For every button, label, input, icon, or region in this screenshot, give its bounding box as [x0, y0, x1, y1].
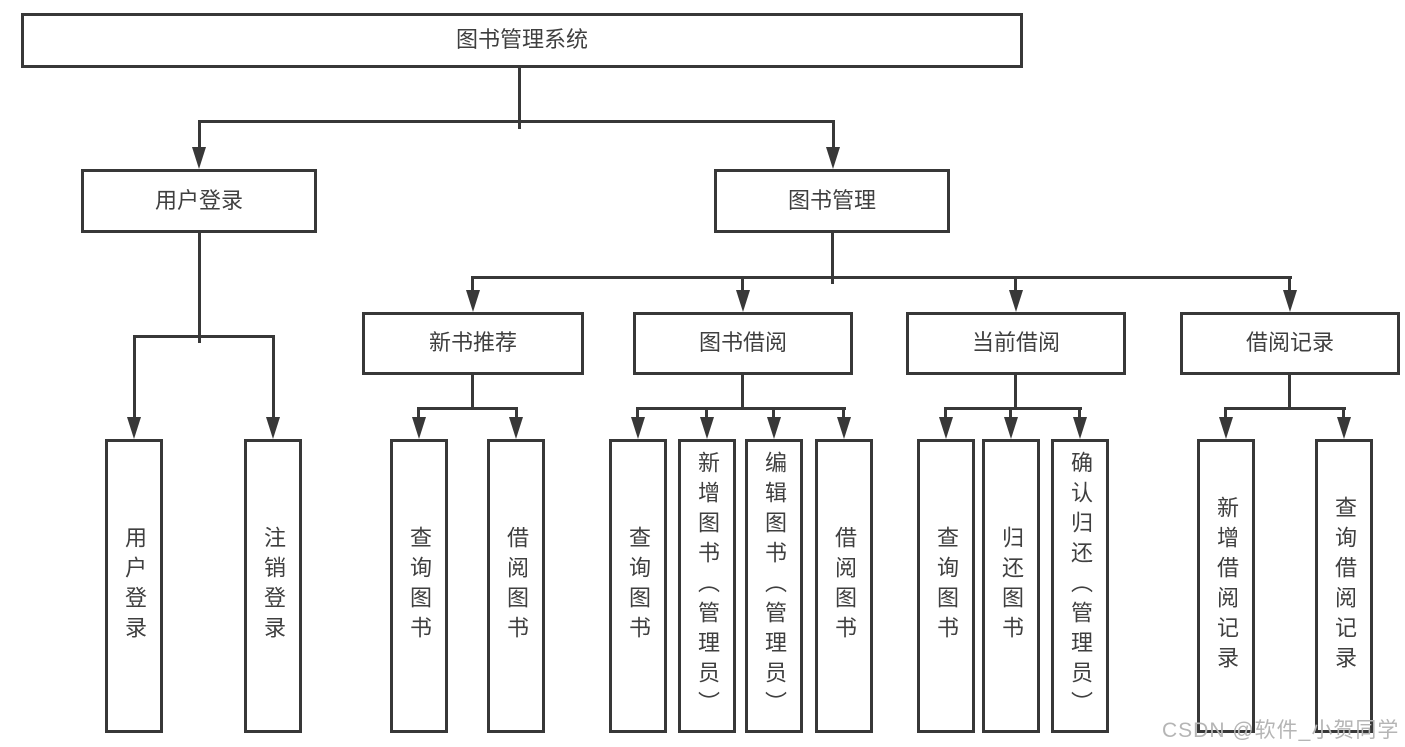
connector-line — [636, 407, 639, 419]
leaf-user-login: 用户登录 — [105, 439, 163, 733]
connector-line — [471, 373, 474, 409]
arrow-down-icon — [826, 147, 840, 169]
node-new-book-recommend: 新书推荐 — [362, 312, 584, 375]
arrow-down-icon — [1219, 417, 1233, 439]
arrow-down-icon — [939, 417, 953, 439]
arrow-down-icon — [700, 417, 714, 439]
leaf-edit-books-admin: 编辑图书（管理员） — [745, 439, 803, 733]
node-root-label: 图书管理系统 — [455, 27, 588, 53]
arrow-down-icon — [1009, 290, 1023, 312]
connector-line — [198, 335, 201, 343]
connector-line — [198, 120, 835, 123]
node-current-borrow: 当前借阅 — [906, 312, 1126, 375]
leaf-add-borrow-record-label: 新增借阅记录 — [1214, 496, 1239, 676]
node-root-library-system: 图书管理系统 — [21, 13, 1023, 68]
connector-line — [133, 335, 136, 418]
connector-line — [1078, 407, 1081, 419]
leaf-query-books-borrow-label: 查询图书 — [626, 526, 651, 646]
connector-line — [1288, 276, 1291, 292]
arrow-down-icon — [736, 290, 750, 312]
arrow-down-icon — [1337, 417, 1351, 439]
connector-line — [1342, 407, 1345, 419]
connector-line — [471, 276, 1292, 279]
leaf-add-books-admin-label: 新增图书（管理员） — [695, 451, 720, 721]
leaf-query-books-borrow: 查询图书 — [609, 439, 667, 733]
leaf-user-login-label: 用户登录 — [122, 526, 147, 646]
leaf-query-books-current: 查询图书 — [917, 439, 975, 733]
leaf-query-borrow-record: 查询借阅记录 — [1315, 439, 1373, 733]
connector-line — [272, 335, 275, 418]
connector-line — [831, 276, 834, 284]
connector-line — [133, 335, 275, 338]
node-user-login-label: 用户登录 — [154, 187, 243, 213]
connector-line — [1014, 373, 1017, 409]
leaf-borrow-books-recommend: 借阅图书 — [487, 439, 545, 733]
leaf-query-books-current-label: 查询图书 — [934, 526, 959, 646]
leaf-borrow-books-recommend-label: 借阅图书 — [504, 526, 529, 646]
connector-line — [198, 120, 201, 148]
node-borrow-records: 借阅记录 — [1180, 312, 1400, 375]
connector-line — [741, 373, 744, 409]
arrow-down-icon — [631, 417, 645, 439]
csdn-watermark: CSDN @软件_小贺同学 — [1162, 719, 1400, 742]
arrow-down-icon — [1004, 417, 1018, 439]
arrow-down-icon — [767, 417, 781, 439]
arrow-down-icon — [1073, 417, 1087, 439]
connector-line — [842, 407, 845, 419]
node-new-book-recommend-label: 新书推荐 — [428, 330, 517, 356]
connector-line — [831, 231, 834, 278]
leaf-borrow-books: 借阅图书 — [815, 439, 873, 733]
connector-line — [518, 66, 521, 122]
leaf-query-books-recommend: 查询图书 — [390, 439, 448, 733]
connector-line — [705, 407, 708, 419]
node-book-borrow-label: 图书借阅 — [698, 330, 787, 356]
connector-line — [417, 407, 518, 410]
arrow-down-icon — [192, 147, 206, 169]
connector-line — [636, 407, 846, 410]
arrow-down-icon — [509, 417, 523, 439]
leaf-query-borrow-record-label: 查询借阅记录 — [1332, 496, 1357, 676]
connector-line — [1224, 407, 1227, 419]
connector-line — [198, 231, 201, 337]
connector-line — [944, 407, 947, 419]
leaf-return-books: 归还图书 — [982, 439, 1040, 733]
connector-line — [518, 120, 521, 129]
connector-line — [772, 407, 775, 419]
leaf-borrow-books-label: 借阅图书 — [832, 526, 857, 646]
connector-line — [515, 407, 518, 419]
node-book-management: 图书管理 — [714, 169, 950, 233]
arrow-down-icon — [412, 417, 426, 439]
connector-line — [1014, 276, 1017, 292]
connector-line — [944, 407, 1082, 410]
node-user-login: 用户登录 — [81, 169, 317, 233]
leaf-add-borrow-record: 新增借阅记录 — [1197, 439, 1255, 733]
arrow-down-icon — [127, 417, 141, 439]
arrow-down-icon — [466, 290, 480, 312]
node-current-borrow-label: 当前借阅 — [971, 330, 1060, 356]
arrow-down-icon — [837, 417, 851, 439]
leaf-logout-label: 注销登录 — [261, 526, 286, 646]
leaf-add-books-admin: 新增图书（管理员） — [678, 439, 736, 733]
node-book-borrow: 图书借阅 — [633, 312, 853, 375]
leaf-logout: 注销登录 — [244, 439, 302, 733]
leaf-confirm-return-admin: 确认归还（管理员） — [1051, 439, 1109, 733]
node-book-management-label: 图书管理 — [787, 187, 876, 213]
node-borrow-records-label: 借阅记录 — [1245, 330, 1334, 356]
connector-line — [1288, 373, 1291, 409]
arrow-down-icon — [1283, 290, 1297, 312]
connector-line — [417, 407, 420, 419]
connector-line — [832, 120, 835, 148]
leaf-return-books-label: 归还图书 — [999, 526, 1024, 646]
connector-line — [1009, 407, 1012, 419]
leaf-confirm-return-admin-label: 确认归还（管理员） — [1068, 451, 1093, 721]
leaf-query-books-recommend-label: 查询图书 — [407, 526, 432, 646]
connector-line — [1224, 407, 1346, 410]
connector-line — [471, 276, 474, 292]
leaf-edit-books-admin-label: 编辑图书（管理员） — [762, 451, 787, 721]
arrow-down-icon — [266, 417, 280, 439]
connector-line — [741, 276, 744, 292]
